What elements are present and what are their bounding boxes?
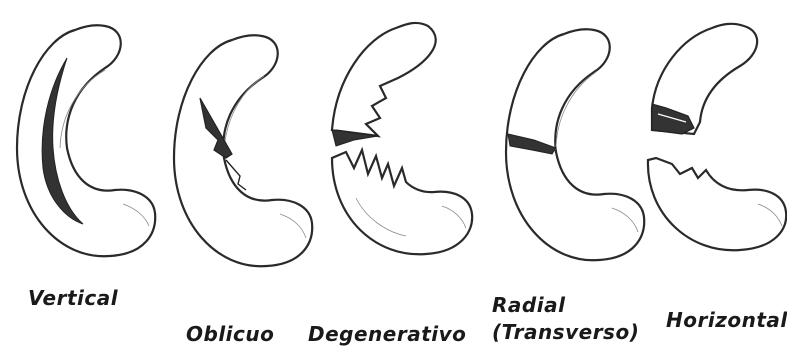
meniscus-degenerativo [332, 23, 472, 254]
horizontal-tear-mark [652, 104, 694, 134]
label-radial-line1: Radial [492, 292, 639, 319]
meniscus-horizontal [648, 24, 786, 250]
meniscus-oblicuo [174, 35, 312, 266]
label-vertical: Vertical [28, 286, 118, 310]
meniscus-vertical [17, 25, 155, 256]
label-oblicuo: Oblicuo [186, 322, 274, 346]
label-horizontal: Horizontal [666, 308, 787, 332]
label-degenerativo: Degenerativo [308, 322, 466, 346]
radial-tear-mark [508, 134, 556, 154]
vertical-tear-mark [42, 58, 83, 224]
oblique-tear-mark [200, 98, 232, 158]
label-radial-line2: (Transverso) [492, 319, 639, 346]
meniscus-radial [506, 29, 644, 260]
label-radial: Radial (Transverso) [492, 292, 639, 346]
